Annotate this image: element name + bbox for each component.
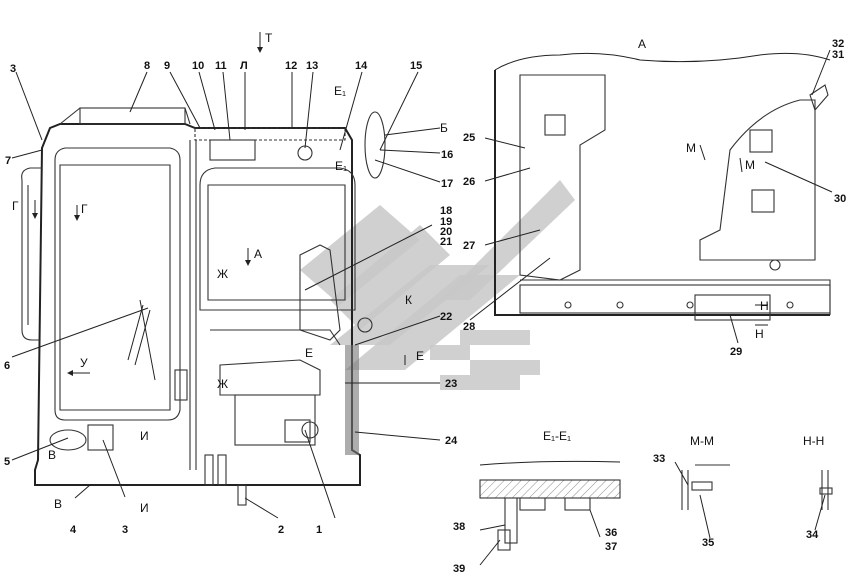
callout-9: 9	[164, 60, 170, 72]
callout-1: 1	[316, 524, 322, 536]
mark-e-1: Е	[305, 346, 313, 360]
watermark-emblem	[300, 180, 575, 390]
mark-v-1: В	[48, 448, 56, 462]
mark-i-1: И	[140, 429, 149, 443]
callout-18: 18	[440, 205, 452, 217]
mark-v-2: В	[54, 497, 62, 511]
callout-23: 23	[445, 378, 457, 390]
mark-g-right: Г	[81, 202, 88, 216]
callout-6: 6	[4, 360, 10, 372]
callout-12: 12	[285, 60, 297, 72]
callout-7: 7	[5, 155, 11, 167]
mark-g-left: Г	[12, 199, 19, 213]
callout-36: 36	[605, 527, 617, 539]
callout-13: 13	[306, 60, 318, 72]
callout-21: 21	[440, 236, 452, 248]
callout-10: 10	[192, 60, 204, 72]
cab-side-view	[21, 107, 386, 506]
mark-n-1: Н	[760, 299, 769, 313]
callout-34: 34	[806, 529, 819, 541]
callout-labels: 1 2 3 3 4 5 6 7 8 9 10 11 Л 12 13 14 15 …	[4, 38, 846, 575]
section-e1-title: Е₁-Е₁	[543, 429, 571, 443]
view-a	[494, 52, 831, 321]
callout-29: 29	[730, 346, 742, 358]
mark-i-2: И	[140, 501, 149, 515]
callout-30: 30	[834, 193, 846, 205]
callout-22: 22	[440, 311, 452, 323]
section-n-n	[819, 470, 833, 510]
callout-38: 38	[453, 521, 465, 533]
leader-lines	[11, 49, 833, 566]
callout-35: 35	[702, 537, 714, 549]
callout-25: 25	[463, 132, 475, 144]
mark-n-2: Н	[755, 327, 764, 341]
callout-17: 17	[441, 178, 453, 190]
section-nn-title: Н-Н	[803, 434, 824, 448]
callout-3a: 3	[10, 63, 16, 75]
callout-28: 28	[463, 321, 475, 333]
mark-k: К	[405, 293, 412, 307]
mark-t: Т	[265, 31, 273, 45]
mark-a-arrow: А	[254, 247, 262, 261]
callout-16: 16	[441, 149, 453, 161]
mark-m-2: М	[745, 158, 755, 172]
mark-m-1: М	[686, 141, 696, 155]
mark-l: Л	[240, 60, 248, 72]
mark-u: У	[80, 356, 88, 370]
callout-15: 15	[410, 60, 422, 72]
section-e1-e1	[479, 460, 621, 551]
callout-32: 32	[832, 38, 844, 50]
callout-5: 5	[4, 456, 10, 468]
callout-14: 14	[355, 60, 368, 72]
mark-zh-1: Ж	[217, 267, 228, 281]
callout-8: 8	[144, 60, 150, 72]
section-arrows	[32, 32, 768, 376]
view-titles: А Е₁-Е₁ М-М Н-Н	[543, 37, 824, 448]
mark-b-top: Б	[440, 121, 448, 135]
mark-e1-top: Е₁	[334, 84, 346, 98]
callout-26: 26	[463, 176, 475, 188]
callout-11: 11	[215, 60, 227, 72]
callout-19: 19	[440, 216, 452, 228]
callout-24: 24	[445, 435, 458, 447]
section-m-m	[681, 464, 730, 510]
mark-zh-2: Ж	[217, 377, 228, 391]
section-mm-title: М-М	[690, 434, 714, 448]
callout-37: 37	[605, 541, 617, 553]
mark-e-2: Е	[416, 349, 424, 363]
mark-e1-mid: Е₁	[335, 159, 347, 173]
callout-39: 39	[453, 563, 465, 575]
callout-4: 4	[70, 524, 77, 536]
callout-20: 20	[440, 226, 452, 238]
section-marks: Т Б Е₁ Е₁ Г Г А Ж Ж К Е Е У И И В В М М …	[12, 31, 769, 515]
callout-33: 33	[653, 453, 665, 465]
callout-31: 31	[832, 49, 844, 61]
callout-27: 27	[463, 240, 475, 252]
callout-3b: 3	[122, 524, 128, 536]
callout-2: 2	[278, 524, 284, 536]
view-a-title: А	[638, 37, 646, 51]
